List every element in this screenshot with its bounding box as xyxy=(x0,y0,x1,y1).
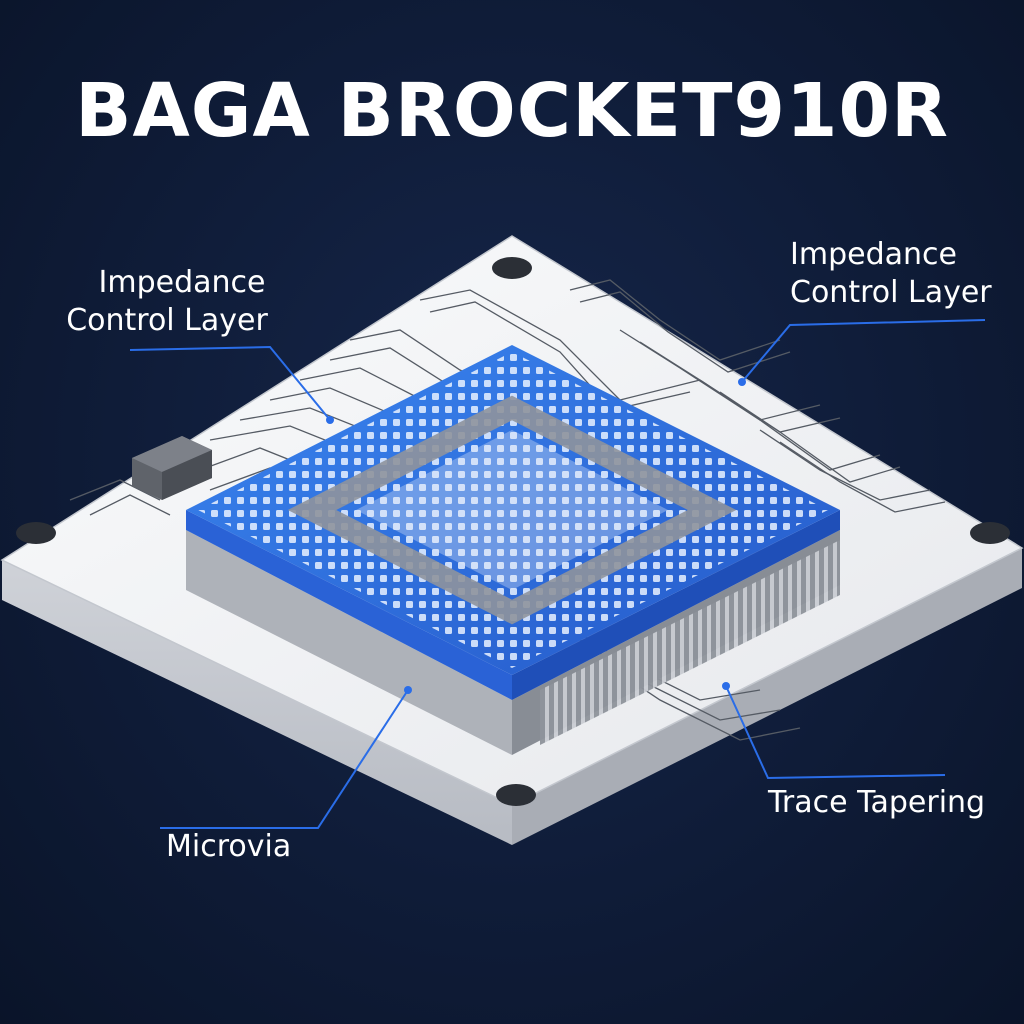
callout-left-top-line2: Control Layer xyxy=(66,303,268,338)
leader-bottom-right xyxy=(725,685,946,780)
leader-bottom-left xyxy=(160,689,409,829)
board-edge-right xyxy=(512,548,1022,845)
mount-hole xyxy=(496,784,536,806)
chip-base-left xyxy=(186,530,512,755)
callout-left-top-line1: Impedance xyxy=(98,265,266,300)
die-frame xyxy=(287,395,737,625)
mount-hole xyxy=(492,257,532,279)
diagram-title: BAGA BROCKET910R xyxy=(75,68,949,154)
callout-bottom-left: Microvia xyxy=(166,829,292,864)
mount-hole xyxy=(16,522,56,544)
die-center xyxy=(356,430,668,590)
chip-blue-rim-right xyxy=(512,510,840,700)
chip-package xyxy=(186,345,840,755)
leader-right-top xyxy=(741,319,986,383)
callout-right-top-line1: Impedance xyxy=(790,237,957,272)
smd-component xyxy=(132,436,212,500)
chip-ball-grid xyxy=(198,352,828,668)
board-edge-left xyxy=(2,560,512,845)
leader-endpoints xyxy=(326,378,746,694)
callout-left-top: Impedance Control Layer xyxy=(66,264,282,340)
callout-bottom-right: Trace Tapering xyxy=(768,785,986,820)
chip-blue-rim-left xyxy=(186,510,512,700)
callout-right-top: Impedance Control Layer xyxy=(782,236,1022,312)
mount-hole xyxy=(970,522,1010,544)
chip-pins xyxy=(540,540,840,745)
leader-left-top xyxy=(129,345,331,421)
callout-right-top-line2: Control Layer xyxy=(790,275,992,310)
leader-lines xyxy=(129,319,986,829)
